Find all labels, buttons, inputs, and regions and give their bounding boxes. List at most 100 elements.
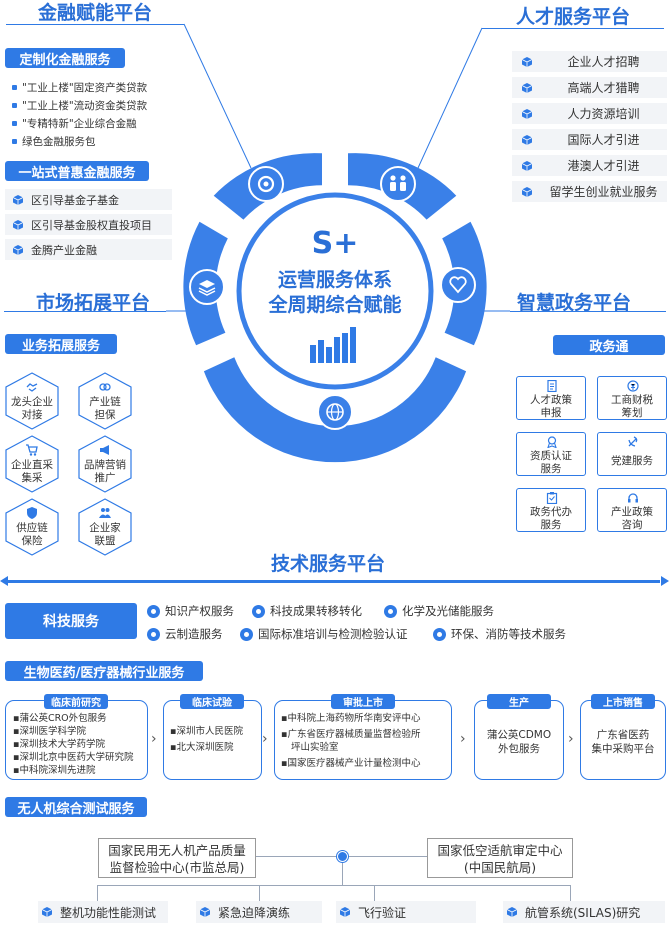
medal-icon bbox=[547, 436, 557, 448]
item-label: 知识产权服务 bbox=[165, 604, 234, 618]
item-label: 留学生创业就业服务 bbox=[549, 185, 658, 199]
item-label-line-1: 企业直采 bbox=[11, 459, 53, 471]
cube-icon bbox=[340, 907, 350, 917]
bio-stage-head: 审批上市 bbox=[331, 694, 395, 709]
bio-stage-item: ▪广东省医疗器械质量监督检验所 bbox=[281, 729, 421, 740]
tech-item: 科技成果转移转化 bbox=[252, 603, 362, 619]
market-item: 品牌营销推广 bbox=[76, 435, 134, 493]
megaphone-icon bbox=[100, 445, 109, 455]
market-item: 企业直采集采 bbox=[3, 435, 61, 493]
people-icon bbox=[99, 508, 111, 518]
item-label: 飞行验证 bbox=[358, 905, 407, 920]
hexagon-frame bbox=[5, 435, 59, 493]
item-label: 港澳人才引进 bbox=[567, 159, 640, 173]
gov-item: 产业政策咨询 bbox=[597, 488, 667, 532]
connector bbox=[374, 885, 375, 901]
label-line-1: 国家民用无人机产品质量 bbox=[108, 843, 246, 858]
bio-service-title: 生物医药/医疗器械行业服务 bbox=[5, 661, 203, 681]
inclusive-finance-item: 区引导基金子基金 bbox=[5, 189, 172, 210]
talent-item: 企业人才招聘 bbox=[512, 51, 667, 72]
talent-item: 人力资源培训 bbox=[512, 103, 667, 124]
hexagon-frame bbox=[78, 435, 132, 493]
item-label: "专精特新"企业综合金融 bbox=[22, 118, 137, 130]
cloud-icon bbox=[147, 627, 160, 641]
item-label-line-1: 政务代办 bbox=[530, 506, 572, 518]
gov-item: 政务代办服务 bbox=[516, 488, 586, 532]
talent-platform-title: 人才服务平台 bbox=[516, 6, 631, 28]
connector bbox=[97, 885, 98, 901]
item-label: 区引导基金子基金 bbox=[31, 193, 119, 207]
item-label-line-2: 推广 bbox=[94, 472, 116, 484]
hexagon-frame bbox=[5, 498, 59, 556]
item-label: 深圳北京中医药大学研究院 bbox=[19, 752, 134, 763]
bio-stage-item: 外包服务 bbox=[474, 743, 564, 756]
custom-finance-title: 定制化金融服务 bbox=[5, 48, 125, 68]
inclusive-finance-title: 一站式普惠金融服务 bbox=[5, 161, 149, 181]
talent-item: 港澳人才引进 bbox=[512, 155, 667, 176]
market-item: 供应链保险 bbox=[3, 498, 61, 556]
bio-stage-item: ▪北大深圳医院 bbox=[170, 742, 234, 753]
drone-center-airworthiness: 国家低空适航审定中心(中国民航局) bbox=[427, 838, 573, 878]
tech-item: 环保、消防等技术服务 bbox=[433, 626, 566, 642]
cube-icon bbox=[522, 134, 532, 145]
headset-icon bbox=[628, 493, 638, 503]
item-label-line-2: 保险 bbox=[21, 535, 43, 547]
item-label: 绿色金融服务包 bbox=[22, 136, 96, 148]
cube-icon bbox=[507, 907, 517, 917]
center-line-2: 全周期综合赋能 bbox=[268, 294, 402, 316]
finance-platform-title: 金融赋能平台 bbox=[38, 2, 153, 24]
item-label: 坪山实验室 bbox=[291, 742, 339, 753]
chevron-right-icon: › bbox=[568, 731, 574, 747]
cube-icon bbox=[522, 108, 532, 119]
gov-service-title: 政务通 bbox=[553, 335, 665, 355]
item-label: 国家医疗器械产业计量检测中心 bbox=[287, 758, 421, 769]
label-line-2: (中国民航局) bbox=[463, 860, 537, 875]
custom-finance-item: "工业上楼"流动资金类贷款 bbox=[12, 98, 147, 113]
item-label-line-2: 对接 bbox=[21, 409, 43, 421]
bullet-icon bbox=[12, 85, 17, 90]
hexagon-frame bbox=[78, 498, 132, 556]
bio-stage-head: 临床前研究 bbox=[44, 694, 108, 709]
item-label: 人力资源培训 bbox=[567, 107, 640, 121]
item-label: "工业上楼"固定资产类贷款 bbox=[22, 82, 148, 94]
junction-dot-icon bbox=[337, 851, 348, 862]
rail-end-right-icon bbox=[661, 576, 669, 586]
item-label-line-2: 服务 bbox=[540, 519, 562, 531]
item-label-line-1: 产业政策 bbox=[611, 506, 653, 518]
bio-stage-item: ▪深圳医学科学院 bbox=[13, 726, 86, 737]
market-platform-title: 市场拓展平台 bbox=[36, 292, 151, 314]
tech-item: 化学及光储能服务 bbox=[384, 603, 494, 619]
item-label: "工业上楼"流动资金类贷款 bbox=[22, 100, 148, 112]
item-label-line-2: 集采 bbox=[21, 472, 43, 484]
bio-stage-item: ▪深圳市人民医院 bbox=[170, 726, 243, 737]
inclusive-finance-item: 金腾产业金融 bbox=[5, 239, 172, 260]
bio-stage-approval bbox=[274, 700, 452, 780]
item-label: 蒲公英CDMO bbox=[486, 729, 552, 741]
item-label: 高端人才猎聘 bbox=[567, 81, 640, 95]
label-line-2: 监督检验中心(市监总局) bbox=[109, 860, 245, 875]
cube-icon bbox=[522, 160, 532, 171]
item-label: 整机功能性能测试 bbox=[60, 905, 157, 920]
cube-icon bbox=[13, 244, 23, 255]
bio-stage-item: ▪中科院深圳先进院 bbox=[13, 765, 96, 776]
item-label-line-2: 担保 bbox=[94, 409, 116, 421]
hexagon-frame bbox=[78, 372, 132, 430]
item-label: 深圳市人民医院 bbox=[176, 726, 243, 737]
item-label-line-1: 品牌营销 bbox=[84, 459, 126, 471]
service-ring-diagram bbox=[166, 23, 510, 463]
item-label: 云制造服务 bbox=[165, 627, 223, 641]
item-label: 中科院上海药物所华南安评中心 bbox=[287, 713, 421, 724]
item-label-line-1: 工商财税 bbox=[611, 394, 653, 406]
center-line-1: 运营服务体系 bbox=[277, 269, 392, 291]
item-label: 企业人才招聘 bbox=[567, 55, 640, 69]
talent-rail bbox=[482, 28, 664, 29]
drone-service-title: 无人机综合测试服务 bbox=[5, 797, 147, 817]
gov-platform-title: 智慧政务平台 bbox=[517, 292, 632, 314]
drone-test-item: 整机功能性能测试 bbox=[38, 901, 168, 923]
bio-stage-production bbox=[474, 700, 564, 780]
bio-stage-head: 生产 bbox=[487, 694, 551, 709]
bio-stage-clinical bbox=[163, 700, 262, 780]
drone-center-national-quality: 国家民用无人机产品质量监督检验中心(市监总局) bbox=[98, 838, 256, 878]
item-label-line-1: 党建服务 bbox=[611, 455, 653, 467]
coin-icon bbox=[627, 380, 639, 392]
